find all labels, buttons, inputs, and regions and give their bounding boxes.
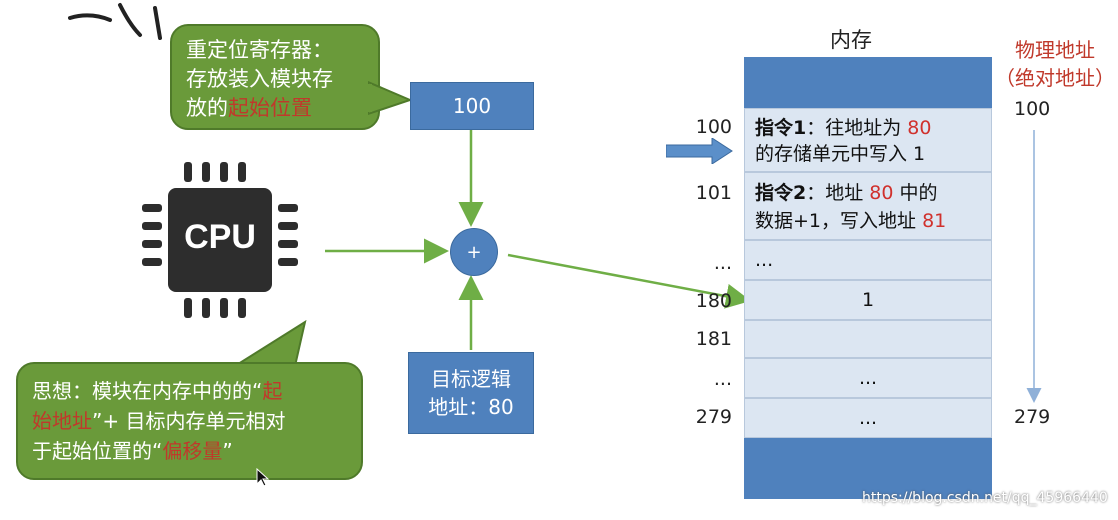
address-label: 279 [695, 406, 732, 428]
adder-symbol: + [466, 241, 482, 263]
memory-title: 内存 [830, 28, 872, 52]
arrow-adder-to-memory [507, 253, 751, 309]
logical-address-box: 目标逻辑 地址：80 [408, 352, 534, 434]
physical-end: 279 [1014, 406, 1051, 428]
logical-line: 目标逻辑 [431, 367, 511, 391]
relocation-register-callout: 重定位寄存器： 存放装入模块存 放的起始位置 [170, 24, 380, 130]
address-label: 181 [695, 328, 732, 350]
callout-line: 重定位寄存器： [186, 38, 333, 62]
logical-line: 地址：80 [428, 395, 514, 419]
register-value: 100 [452, 94, 492, 118]
memory-cell: ... [744, 398, 992, 438]
cpu-label: CPU [184, 218, 256, 256]
memory-cell: 1 [744, 280, 992, 320]
physical-address-header: 物理地址 （绝对地址） [995, 36, 1115, 92]
address-label: ... [713, 368, 732, 390]
idea-line: 始地址”+ 目标内存单元相对 [32, 409, 286, 433]
memory-cell [744, 320, 992, 358]
memory-cell: 指令2：地址 80 中的 数据+1，写入地址 81 [744, 172, 992, 240]
cpu-icon: CPU [140, 160, 300, 320]
instruction-pointer-arrow-icon [666, 138, 733, 164]
physical-header-line: 物理地址 [1015, 38, 1095, 62]
relocation-register-box: 100 [410, 82, 534, 130]
scribble-mark [68, 3, 162, 40]
physical-start: 100 [1014, 98, 1051, 120]
physical-header-line: （绝对地址） [995, 66, 1115, 90]
address-label: 180 [695, 290, 732, 312]
idea-line: 思想：模块在内存中的的“起 [32, 379, 283, 403]
watermark: https://blog.csdn.net/qq_45966440 [862, 490, 1108, 506]
idea-callout: 思想：模块在内存中的的“起 始地址”+ 目标内存单元相对 于起始位置的“偏移量” [16, 362, 363, 480]
address-label: 100 [695, 116, 732, 138]
memory-cell: ... [744, 358, 992, 398]
memory-cell: ... [744, 240, 992, 280]
callout-pointer [368, 80, 413, 116]
address-label: ... [713, 252, 732, 274]
memory-cell: 指令1：往地址为 80 的存储单元中写入 1 [744, 108, 992, 172]
callout-line: 放的起始位置 [186, 96, 312, 120]
bottom-callout-pointer [231, 320, 307, 367]
mouse-cursor-icon [256, 468, 270, 487]
idea-line: 于起始位置的“偏移量” [32, 439, 233, 463]
callout-line: 存放装入模块存 [186, 67, 333, 91]
address-label: 101 [695, 182, 732, 204]
adder-circle: + [450, 228, 498, 276]
